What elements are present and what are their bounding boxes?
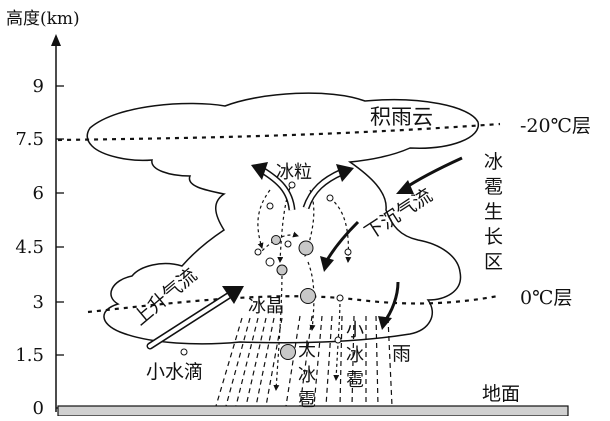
small-droplet-label: 小水滴 — [146, 361, 203, 383]
y-tick-label: 4.5 — [15, 237, 44, 258]
y-axis-title: 高度(km) — [6, 9, 80, 29]
svg-text:雹: 雹 — [484, 176, 503, 198]
y-tick-label: 3 — [33, 292, 44, 313]
y-tick-label: 7.5 — [15, 129, 44, 150]
large-hail-label: 大 冰 雹 — [298, 340, 316, 411]
y-tick-label: 1.5 — [15, 345, 44, 366]
small-hail-label: 小 冰 雹 — [346, 320, 364, 391]
rain-label: 雨 — [392, 343, 411, 365]
zero-layer-label: 0℃层 — [520, 287, 572, 309]
minus20-layer-label: -20℃层 — [520, 115, 591, 137]
cumulonimbus-label: 积雨云 — [370, 105, 433, 129]
ice-particle-updraft-arrows — [251, 162, 354, 211]
ice-particle-label: 冰粒 — [276, 162, 312, 183]
svg-text:冰: 冰 — [484, 151, 503, 173]
cumulonimbus-cloud — [86, 92, 479, 345]
minus20-isotherm-line — [57, 122, 501, 142]
y-tick-label: 6 — [33, 183, 44, 204]
svg-text:雹: 雹 — [346, 370, 364, 391]
y-tick-label: 0 — [33, 398, 44, 416]
updraft-arrow — [146, 286, 244, 350]
zero-isotherm-line — [87, 294, 499, 314]
svg-text:生: 生 — [484, 201, 503, 223]
y-tick-label: 9 — [33, 76, 44, 97]
svg-text:长: 长 — [484, 226, 503, 248]
ice-crystal-label: 冰晶 — [248, 296, 284, 317]
downdraft-arrows — [320, 156, 463, 330]
svg-text:冰: 冰 — [346, 345, 364, 366]
precipitation-streaks — [215, 315, 393, 407]
ice-particles — [180, 181, 352, 360]
svg-text:小: 小 — [346, 320, 364, 341]
svg-text:冰: 冰 — [298, 365, 316, 386]
y-axis: 高度(km) 0 1.5 3 4.5 6 7.5 9 — [6, 9, 80, 419]
hail-growth-zone-label: 冰 雹 生 长 区 — [484, 151, 503, 273]
svg-text:区: 区 — [484, 251, 503, 273]
svg-text:大: 大 — [298, 340, 316, 361]
svg-text:雹: 雹 — [298, 390, 316, 411]
ground-label: 地面 — [482, 383, 520, 405]
